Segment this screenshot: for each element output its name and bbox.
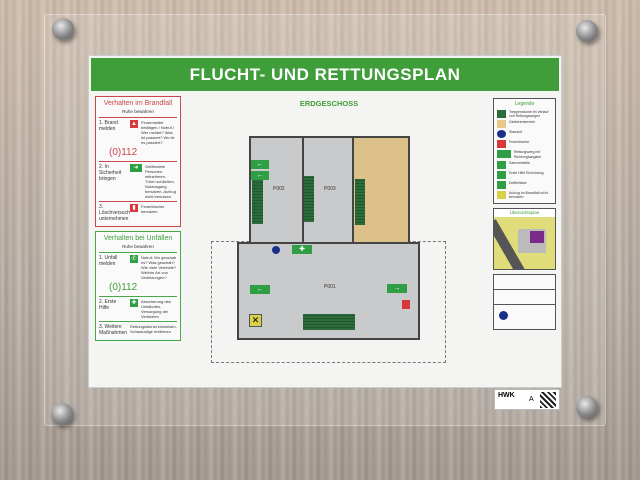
fire-step: 1. Brand melden ▲ Feuermelder betätigen … (99, 118, 177, 162)
exit-arrow-icon: ← (250, 285, 270, 294)
evacuation-plan-sign: FLUCHT- UND RETTUNGSPLAN Verhalten im Br… (88, 55, 562, 410)
fire-behavior-panel: Verhalten im Brandfall Ruhe bewahren 1. … (95, 96, 181, 227)
legend-item: Rettungsweg mit Richtungsangabe (497, 150, 552, 159)
stairwell (303, 314, 355, 330)
right-panels: Legende Treppenräume im Verlauf von Rett… (493, 98, 556, 331)
legend-item: Sammelstelle (497, 160, 552, 169)
left-panels: Verhalten im Brandfall Ruhe bewahren 1. … (95, 96, 181, 341)
fire-panel-subheading: Ruhe bewahren (99, 109, 177, 118)
stairwell (252, 179, 263, 224)
standoff-bolt (51, 403, 73, 425)
legend-item: Standort (497, 130, 552, 139)
fire-alarm-icon: ▲ (130, 120, 138, 128)
stairwell (355, 179, 365, 225)
first-aid-defibrillator-icon: ✚ (292, 245, 312, 254)
emergency-number: (0)112 (109, 147, 138, 158)
revision-letter: A (529, 396, 534, 403)
company-logo (499, 311, 508, 321)
fire-extinguisher-icon (402, 300, 410, 309)
legend-item: Defibrillator (497, 180, 552, 189)
standoff-bolt (576, 20, 598, 42)
accident-behavior-panel: Verhalten bei Unfällen Ruhe bewahren 1. … (95, 231, 181, 341)
stairwell (304, 176, 314, 222)
first-aid-icon: ✚ (130, 299, 138, 307)
plan-info-block (493, 274, 556, 331)
qr-code (540, 392, 556, 408)
fire-step: 2. In Sicherheit bringen ➜ Gefährdete Pe… (99, 162, 177, 202)
accident-step: 1. Unfall melden ✆ Notruf: Wo geschah es… (99, 253, 177, 297)
building-marker (530, 231, 544, 244)
legend-item: Erste Hilfe Einrichtung (497, 170, 552, 179)
standoff-bolt (52, 18, 74, 40)
you-are-here-icon (272, 246, 280, 254)
accident-step: 3. Weitere Maßnahmen Rettungsdienst einw… (99, 324, 177, 336)
legend-heading: Legende (514, 101, 535, 107)
emergency-number: (0)112 (109, 282, 138, 293)
standoff-bolt (576, 396, 598, 418)
legend-item: Gefahrenbereich (497, 120, 552, 129)
overview-heading: Übersichtsplan (494, 209, 555, 218)
fire-step: 3. Löschversuch unternehmen ▮ Feuerlösch… (99, 204, 165, 222)
manufacturer-label: HWK A (494, 389, 560, 410)
exit-arrow-icon: ← (251, 171, 269, 180)
exit-sign-icon: ➜ (130, 164, 142, 172)
fire-panel-heading: Verhalten im Brandfall (103, 100, 173, 107)
accident-panel-heading: Verhalten bei Unfällen (103, 235, 173, 242)
exit-arrow-icon: → (387, 284, 407, 293)
elevator-icon: ✕ (249, 314, 262, 327)
legend-item: Aufzug im Brandfall nicht benutzen (497, 190, 552, 199)
legend-panel: Legende Treppenräume im Verlauf von Rett… (493, 98, 556, 205)
sign-title: FLUCHT- UND RETTUNGSPLAN (91, 58, 559, 91)
floor-title: ERDGESCHOSS (299, 99, 359, 108)
accident-step: 2. Erste Hilfe ✚ Absicherung des Unfallo… (99, 297, 177, 322)
fire-extinguisher-icon: ▮ (130, 204, 138, 212)
phone-icon: ✆ (130, 255, 138, 263)
brand-logo: HWK (498, 392, 515, 399)
legend-item: Treppenräume im Verlauf von Rettungswege… (497, 110, 552, 118)
overview-map: Übersichtsplan (493, 208, 556, 271)
exit-arrow-icon: ← (251, 160, 269, 169)
accident-panel-subheading: Ruhe bewahren (99, 244, 177, 253)
legend-item: Feuerlöscher (497, 140, 552, 149)
